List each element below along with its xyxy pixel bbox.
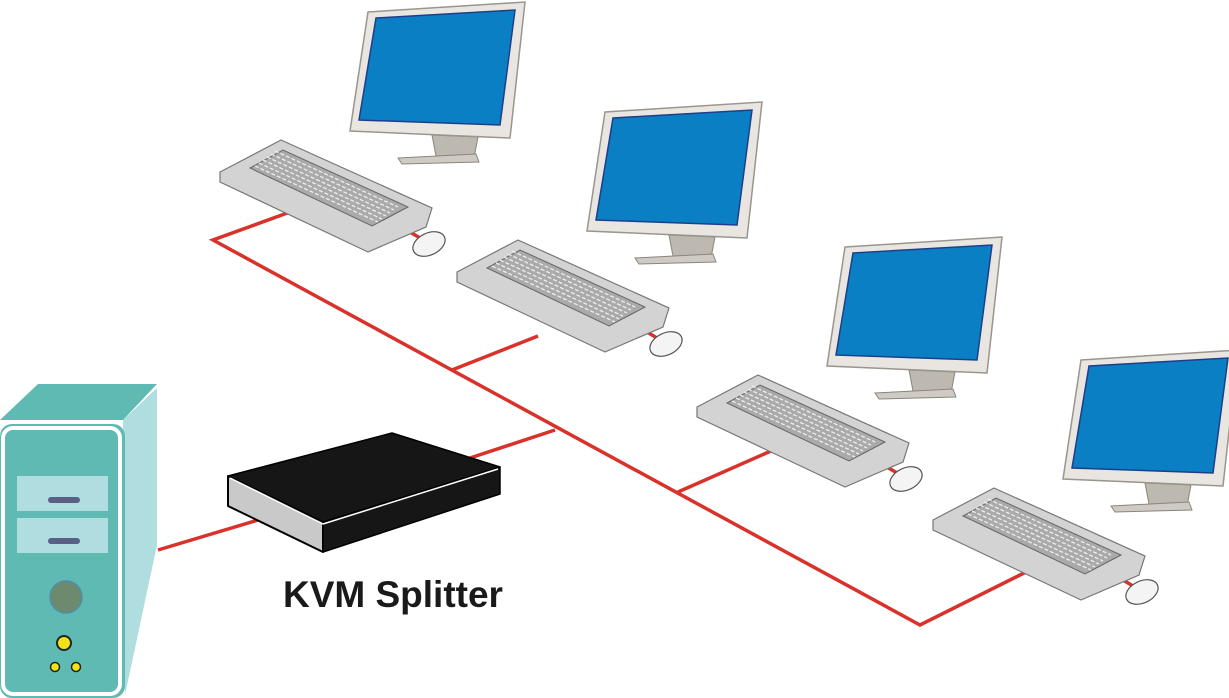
key-row: [979, 504, 1104, 562]
key-row: [495, 262, 620, 320]
mouse-icon: [1125, 579, 1159, 605]
key-row: [983, 501, 1108, 559]
key-row: [735, 397, 860, 455]
key-row: [491, 265, 616, 323]
cable-ws3: [677, 445, 781, 494]
mouse-icon: [649, 331, 683, 357]
monitor-base: [397, 153, 480, 165]
workstation-2: [456, 101, 763, 357]
led-icon: [49, 661, 61, 673]
drive-bay-2: [17, 518, 108, 553]
cable-ws2: [451, 334, 539, 372]
splitter-edge-highlight: [229, 468, 499, 525]
keyboard-keys: [248, 149, 410, 227]
cable-main-bus: [208, 210, 1031, 627]
key-row: [751, 385, 876, 443]
workstation-1: [219, 1, 526, 257]
monitor-screen: [1071, 357, 1229, 474]
workstation-3: [696, 236, 1003, 492]
key-row: [739, 394, 864, 452]
mouse-icon: [889, 466, 923, 492]
drive-slot-2: [48, 538, 80, 544]
key-row: [743, 391, 868, 449]
tower-top: [0, 384, 157, 420]
key-row: [254, 165, 379, 223]
workstation-4: [932, 349, 1229, 605]
tower-front: [0, 424, 125, 698]
key-row: [967, 513, 1092, 571]
key-row: [975, 507, 1100, 565]
cable-pc-to-splitter: [157, 515, 269, 552]
pc-tower: [0, 384, 157, 698]
mouse-icon: [412, 231, 446, 257]
monitor-base: [874, 388, 957, 400]
key-row: [262, 159, 387, 217]
keyboard-keys: [485, 249, 647, 327]
kvm-splitter-box: [227, 432, 501, 553]
keyboard-keys: [961, 497, 1123, 575]
key-row: [266, 156, 391, 214]
monitor-base: [1110, 501, 1193, 513]
drive-slot-1: [48, 497, 80, 503]
key-row: [731, 400, 856, 458]
drive-bay-1: [17, 476, 108, 511]
key-row: [270, 153, 395, 211]
key-row: [507, 253, 632, 311]
key-row: [503, 256, 628, 314]
led-icon: [56, 635, 72, 651]
led-icon: [70, 661, 82, 673]
monitor-screen: [358, 9, 516, 126]
key-row: [499, 259, 624, 317]
keyboard-keys: [725, 384, 887, 462]
key-row: [258, 162, 383, 220]
splitter-label: KVM Splitter: [283, 574, 503, 615]
key-row: [747, 388, 872, 446]
key-row: [511, 250, 636, 308]
key-row: [987, 498, 1112, 556]
key-row: [971, 510, 1096, 568]
splitter-right: [322, 466, 501, 553]
monitor-screen: [595, 109, 753, 226]
monitor-base: [634, 253, 717, 265]
tower-front-border: [1, 426, 122, 696]
power-button-icon: [49, 580, 83, 614]
tower-side: [123, 388, 157, 695]
monitor-screen: [835, 244, 993, 361]
key-row: [274, 150, 399, 208]
cables: [157, 210, 1031, 627]
cable-splitter-to-bus: [469, 428, 556, 460]
